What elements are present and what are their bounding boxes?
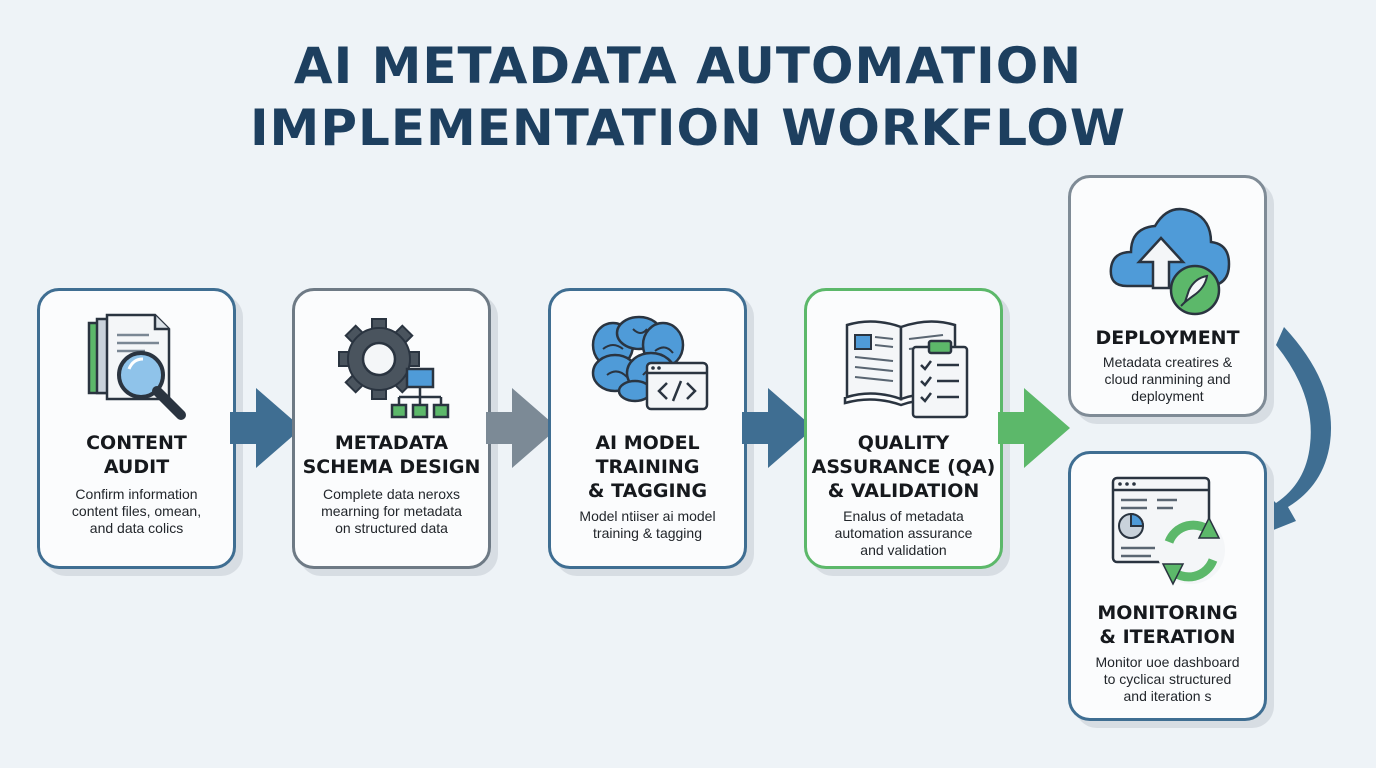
flow-arrow-4: [998, 388, 1070, 468]
flow-arrow-2: [486, 388, 558, 468]
step-heading: AI MODEL TRAINING & TAGGING: [587, 432, 708, 502]
step-heading: DEPLOYMENT: [1095, 327, 1240, 349]
step-description: Metadata creatires & cloud ranmining and…: [1102, 354, 1233, 404]
flow-arrow-1: [230, 388, 302, 468]
page-title-line-2: IMPLEMENTATION WORKFLOW: [249, 99, 1127, 157]
brain-code-icon: [591, 315, 709, 411]
book-checklist-icon: [843, 320, 969, 419]
page-title-line-1: AI METADATA AUTOMATION: [293, 37, 1083, 95]
gear-hierarchy-icon: [338, 318, 450, 419]
step-monitoring-iteration: MONITORING & ITERATION Monitor uoe dashb…: [1068, 451, 1267, 721]
step-description: Confirm information content files, omean…: [71, 486, 202, 536]
dashboard-refresh-icon: [1111, 476, 1225, 586]
step-description: Complete data neroxs mearning for metada…: [321, 486, 462, 536]
step-heading: METADATA SCHEMA DESIGN: [302, 432, 481, 478]
step-quality-assurance: QUALITY ASSURANCE (QA) & VALIDATION Enal…: [804, 288, 1003, 569]
step-metadata-schema-design: METADATA SCHEMA DESIGN Complete data ner…: [292, 288, 491, 569]
step-description: Model ntiiser ai model training & taggin…: [579, 508, 716, 541]
step-description: Monitor uoe dashboard to cyclicaı struct…: [1095, 654, 1240, 704]
step-heading: MONITORING & ITERATION: [1097, 602, 1238, 648]
step-heading: CONTENT AUDIT: [86, 432, 187, 478]
flow-arrow-5: [1236, 327, 1332, 545]
step-content-audit: CONTENT AUDIT Confirm information conten…: [37, 288, 236, 569]
cloud-upload-rocket-icon: [1109, 207, 1231, 316]
step-ai-model-training: AI MODEL TRAINING & TAGGING Model ntiise…: [548, 288, 747, 569]
document-magnifier-icon: [87, 313, 186, 420]
flow-arrow-3: [742, 388, 814, 468]
step-heading: QUALITY ASSURANCE (QA) & VALIDATION: [811, 432, 996, 502]
step-deployment: DEPLOYMENT Metadata creatires & cloud ra…: [1068, 175, 1267, 417]
step-description: Enalus of metadata automation assurance …: [834, 508, 973, 558]
